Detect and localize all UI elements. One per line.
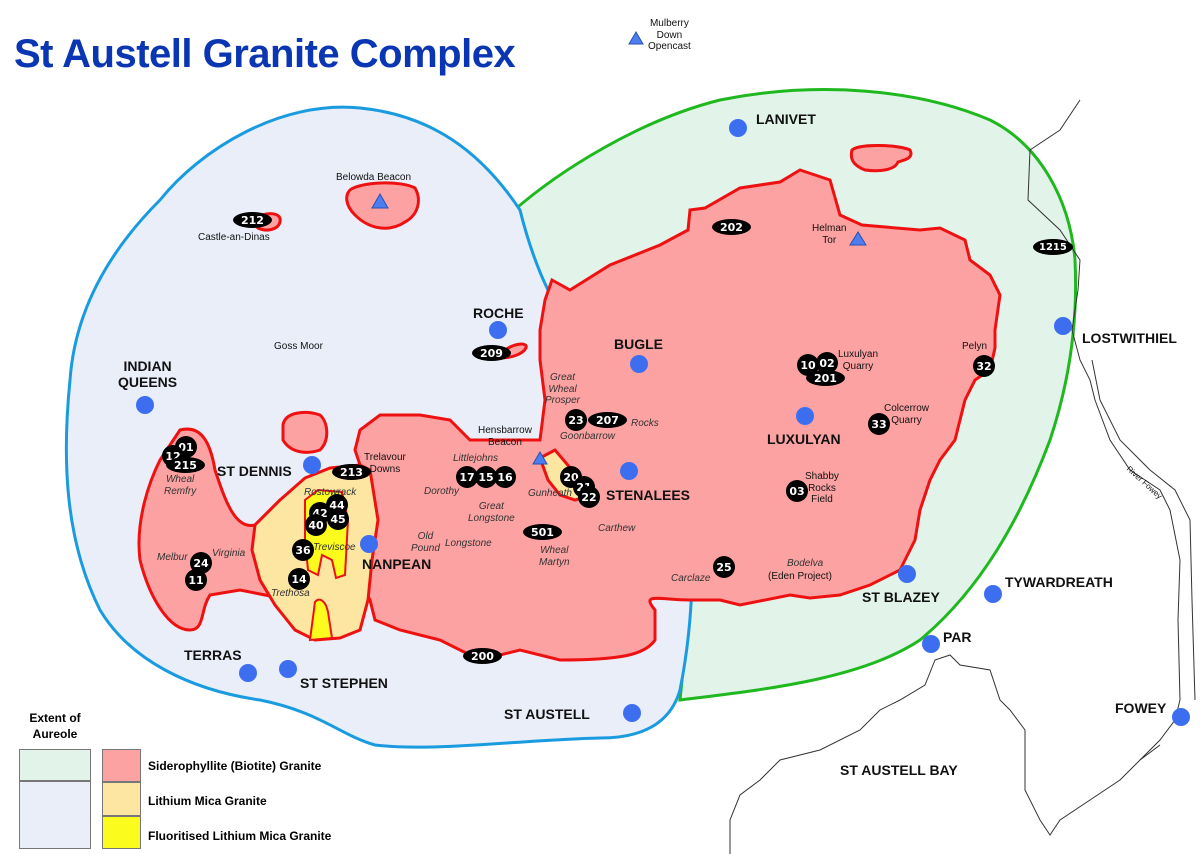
site-16: 16 xyxy=(494,466,516,488)
site-213: 213 xyxy=(332,464,371,480)
carclaze-label: Carclaze xyxy=(671,573,711,584)
town-lostwithiel: LOSTWITHIEL xyxy=(1082,330,1177,346)
dorothy-label: Dorothy xyxy=(424,486,460,497)
site-22: 22 xyxy=(578,486,600,508)
site-36: 36 xyxy=(292,539,314,561)
treviscoe-label: Treviscoe xyxy=(313,542,356,553)
site-201: 201 xyxy=(806,370,845,386)
coastline xyxy=(729,654,1161,854)
eden-project-label: (Eden Project) xyxy=(768,571,832,582)
town-st-dennis: ST DENNIS xyxy=(217,463,292,479)
legend-swatch-aureole-green xyxy=(19,749,91,781)
site-32: 32 xyxy=(973,355,995,377)
site-215: 215 xyxy=(166,457,205,473)
site-24: 24 xyxy=(190,552,212,574)
site-212: 212 xyxy=(233,212,272,228)
town-roche: ROCHE xyxy=(473,305,524,321)
site-33: 33 xyxy=(868,413,890,435)
town-luxulyan: LUXULYAN xyxy=(767,431,841,447)
castle-an-dinas-label: Castle-an-Dinas xyxy=(198,232,270,243)
melbur-label: Melbur xyxy=(157,552,188,563)
town-fowey: FOWEY xyxy=(1115,700,1167,716)
site-207: 207 xyxy=(588,412,627,428)
gunheath-label: Gunheath xyxy=(528,488,572,499)
town-par: PAR xyxy=(943,629,972,645)
town-bugle: BUGLE xyxy=(614,336,663,352)
town-tywardreath: TYWARDREATH xyxy=(1005,574,1113,590)
goonbarrow-label: Goonbarrow xyxy=(560,431,616,442)
st-dennis-granite xyxy=(281,411,329,454)
town-terras: TERRAS xyxy=(184,647,242,663)
rostowrack-label: Rostowrack xyxy=(304,487,357,498)
site-200: 200 xyxy=(463,648,502,664)
legend-swatch-siderophyllite xyxy=(102,749,141,782)
site-02: 02 xyxy=(816,352,838,374)
site-501: 501 xyxy=(523,524,562,540)
legend-label-lithium: Lithium Mica Granite xyxy=(148,794,267,808)
carthew-label: Carthew xyxy=(598,523,636,534)
pelyn-label: Pelyn xyxy=(962,341,988,352)
peak-triangles xyxy=(371,31,867,465)
site-40: 40 xyxy=(305,514,327,536)
virginia-label: Virginia xyxy=(212,548,246,559)
site-1215: 1215 xyxy=(1033,239,1073,255)
river-fowey-bank xyxy=(1091,359,1196,701)
site-15: 15 xyxy=(475,466,497,488)
site-03: 03 xyxy=(786,480,808,502)
belowda-beacon-label: Belowda Beacon xyxy=(336,172,412,183)
town-st-blazey: ST BLAZEY xyxy=(862,589,940,605)
site-11: 11 xyxy=(185,569,207,591)
littlejohns-label: Littlejohns xyxy=(453,453,499,464)
goss-moor-label: Goss Moor xyxy=(274,341,323,352)
site-23: 23 xyxy=(565,409,587,431)
trethosa-label: Trethosa xyxy=(271,588,310,599)
town-dots xyxy=(136,119,1190,726)
river-fowey xyxy=(1027,99,1181,761)
rocks-label: Rocks xyxy=(631,418,659,429)
town-st-stephen: ST STEPHEN xyxy=(300,675,388,691)
town-st-austell: ST AUSTELL xyxy=(504,706,590,722)
longstone-label: Longstone xyxy=(445,538,492,549)
north-granite xyxy=(849,144,913,173)
legend-label-siderophyllite: Siderophyllite (Biotite) Granite xyxy=(148,759,322,773)
site-14: 14 xyxy=(288,568,310,590)
site-25: 25 xyxy=(713,556,735,578)
sea-label: ST AUSTELL BAY xyxy=(840,762,958,778)
town-lanivet: LANIVET xyxy=(756,111,816,127)
legend-swatch-fluoritised xyxy=(102,816,141,849)
legend-swatch-lithium xyxy=(102,782,141,816)
town-nanpean: NANPEAN xyxy=(362,556,432,572)
fluoritised-granite-south xyxy=(308,598,334,642)
site-209: 209 xyxy=(472,345,511,361)
site-17: 17 xyxy=(456,466,478,488)
legend-swatch-aureole-blue xyxy=(19,781,91,849)
site-202: 202 xyxy=(712,219,751,235)
legend-label-fluoritised: Fluoritised Lithium Mica Granite xyxy=(148,829,332,843)
town-stenalees: STENALEES xyxy=(606,487,691,503)
site-45: 45 xyxy=(327,508,349,530)
map-title: St Austell Granite Complex xyxy=(14,32,516,76)
bodelva-label: Bodelva xyxy=(787,558,824,569)
